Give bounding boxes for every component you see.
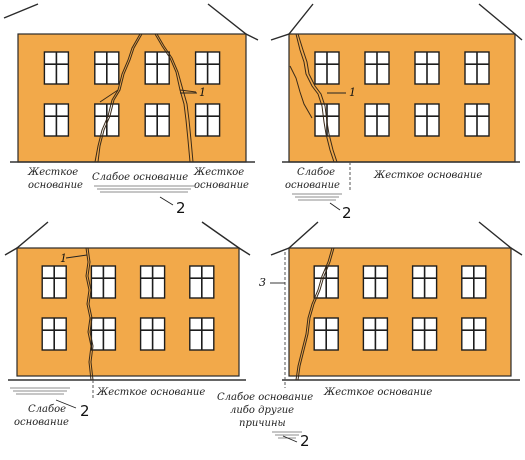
p4-weak-label-3: причины — [239, 418, 286, 429]
p4-base-leader — [282, 435, 298, 443]
window-r2-c4 — [464, 103, 490, 137]
building-2 — [270, 3, 523, 163]
p3-crack-main-b — [85, 247, 92, 381]
p4-cracks — [270, 247, 335, 443]
window-r2-c3 — [411, 317, 438, 351]
window-r1-c3 — [414, 51, 440, 85]
window-r1-c1 — [41, 265, 67, 299]
roof-right-edge — [207, 3, 259, 41]
p1-left-label-2: основание — [28, 180, 83, 191]
window-r1-c3 — [139, 265, 166, 299]
p4-weak-hatch — [272, 431, 302, 439]
p2-crack-secondary — [289, 65, 313, 119]
window-r2-c1 — [43, 103, 70, 137]
window-r1-c1 — [43, 51, 70, 85]
p3-weak-label-2: основание — [14, 417, 69, 428]
roof-right-edge — [478, 3, 523, 41]
window-r1-c1 — [314, 51, 340, 85]
window-r2-c2 — [90, 317, 117, 351]
p3-base-leader — [55, 399, 77, 409]
p2-base-leader — [329, 202, 341, 211]
p3-crack-main — [87, 247, 94, 381]
window-r1-c2 — [364, 51, 390, 85]
p1-right-label-1: Жесткое — [193, 167, 244, 178]
p3-rigid-label: Жесткое основание — [96, 387, 205, 398]
p3-crack-marker: 1 — [60, 252, 67, 265]
p1-left-label-1: Жесткое — [27, 167, 78, 178]
window-r2-c1 — [313, 317, 339, 351]
p1-weak-hatch — [94, 185, 194, 193]
window-r1-c2 — [362, 265, 389, 299]
window-r1-c4 — [189, 265, 215, 299]
roof-right-edge — [478, 221, 523, 256]
p4-rigid-label: Жесткое основание — [323, 387, 432, 398]
p4-crack-main — [295, 247, 333, 381]
p4-side-marker: 3 — [259, 276, 266, 289]
window-r2-c4 — [194, 103, 221, 137]
roof-left-edge — [270, 3, 314, 41]
p3-weak-label-1: Слабое — [28, 404, 66, 415]
p2-weak-label-1: Слабое — [297, 167, 335, 178]
p4-weak-label-1: Слабое основание — [217, 392, 313, 403]
p1-crack-branches — [99, 89, 197, 103]
window-r1-c4 — [461, 265, 487, 299]
p3-crack-leader — [65, 254, 88, 259]
p1-crack-marker: 1 — [199, 86, 206, 99]
p4-base-marker: 2 — [300, 432, 310, 450]
p1-cracks — [94, 33, 197, 206]
window-r2-c1 — [41, 317, 67, 351]
p1-right-label-2: основание — [194, 180, 249, 191]
window-r1-c2 — [94, 51, 120, 85]
window-r2-c3 — [414, 103, 440, 137]
p2-crack-main-b — [297, 33, 338, 163]
p2-crack-main — [295, 33, 335, 163]
window-r1-c2 — [90, 265, 117, 299]
building-1 — [3, 3, 259, 163]
building-3 — [4, 221, 251, 381]
p3-weak-hatch — [10, 387, 70, 395]
window-r2-c3 — [139, 317, 166, 351]
p2-cracks — [289, 33, 351, 211]
window-r2-c2 — [364, 103, 390, 137]
roof-left-edge — [270, 221, 319, 256]
window-r2-c4 — [189, 317, 215, 351]
roof-left-edge — [3, 3, 39, 19]
building-4 — [270, 221, 523, 381]
window-r2-c3 — [144, 103, 170, 137]
window-r1-c3 — [144, 51, 170, 85]
window-r1-c3 — [411, 265, 438, 299]
p2-weak-hatch — [292, 193, 342, 201]
p3-cracks — [10, 247, 94, 409]
p1-base-marker: 2 — [176, 199, 186, 217]
p2-crack-marker: 1 — [349, 86, 356, 99]
p3-base-marker: 2 — [80, 402, 90, 420]
p2-weak-label-2: основание — [285, 180, 340, 191]
p1-crack-left-b — [97, 33, 143, 163]
p1-base-leader — [159, 196, 174, 206]
p2-rigid-label: Жесткое основание — [373, 170, 482, 181]
window-r1-c4 — [464, 51, 490, 85]
p4-weak-label-2: либо другие — [230, 405, 294, 416]
p4-crack-main-b — [297, 247, 335, 381]
p1-center-label: Слабое основание — [92, 172, 188, 183]
p2-base-marker: 2 — [342, 204, 352, 222]
window-r1-c4 — [194, 51, 221, 85]
window-r2-c2 — [362, 317, 389, 351]
p1-crack-left — [94, 33, 141, 163]
roof-left-edge — [4, 221, 49, 256]
window-r2-c4 — [461, 317, 487, 351]
roof-right-edge — [201, 221, 251, 256]
